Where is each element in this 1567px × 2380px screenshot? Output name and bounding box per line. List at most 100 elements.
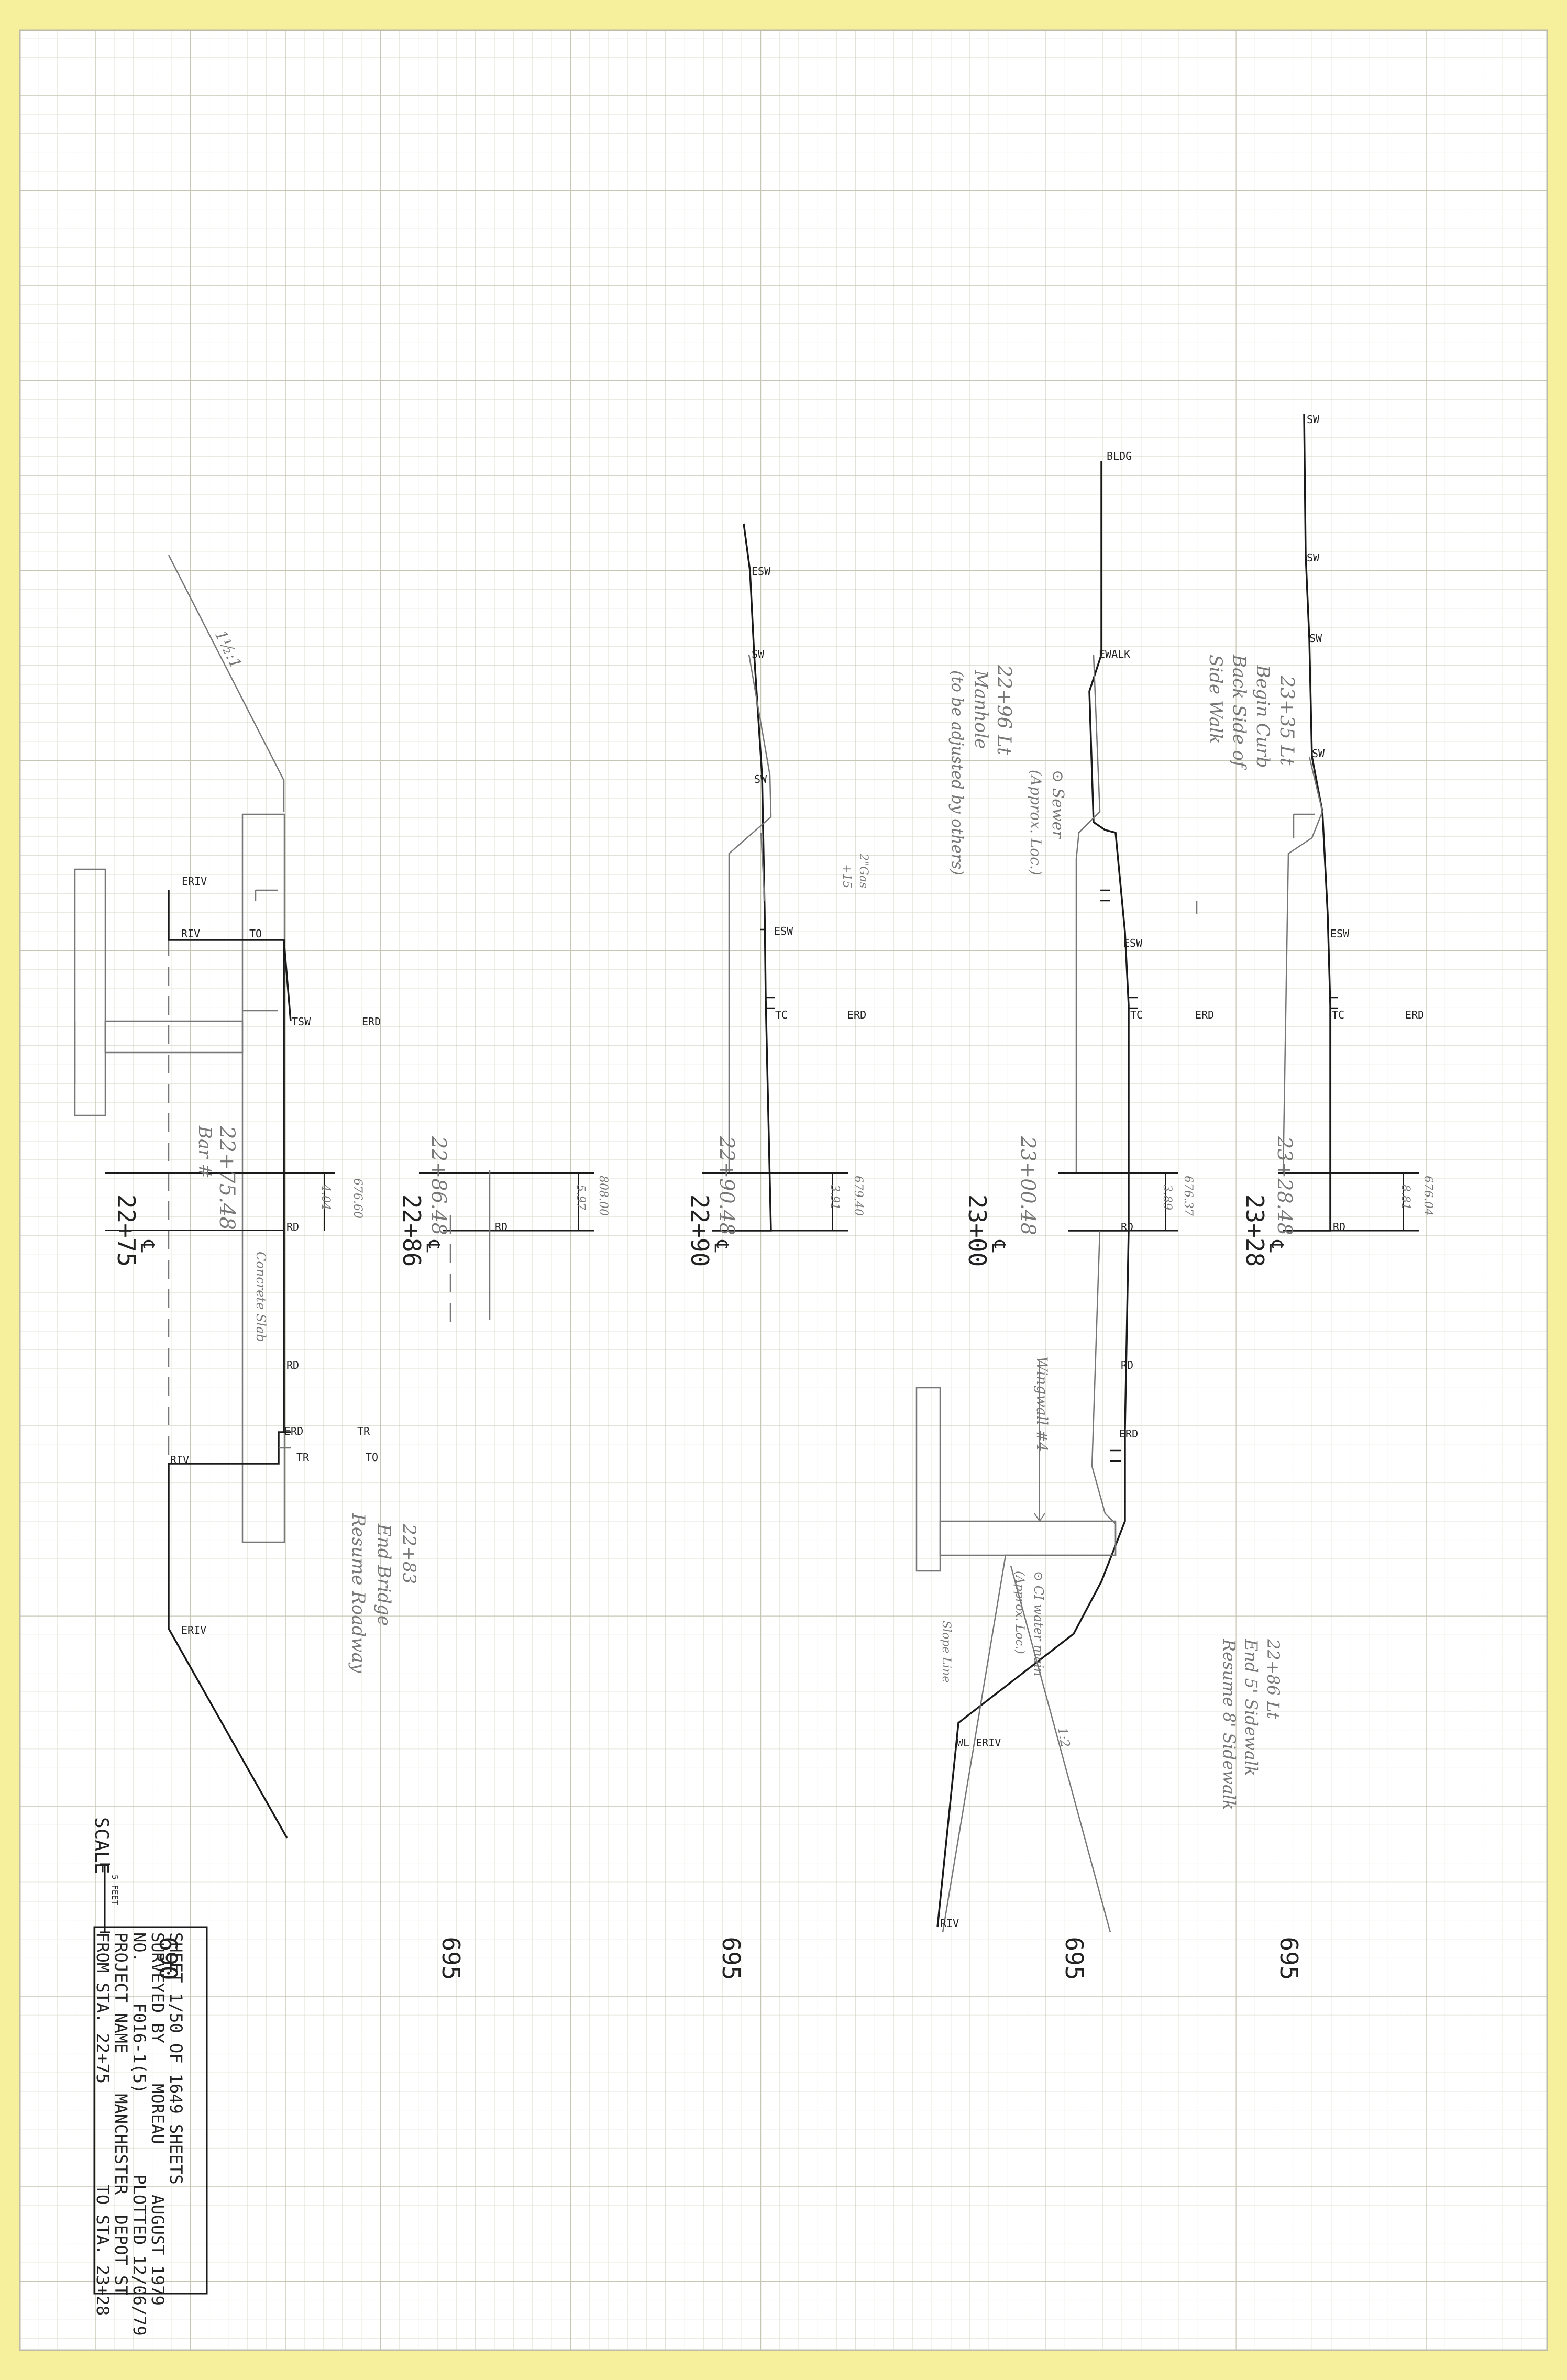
label-rd-2: RD — [286, 1359, 299, 1371]
datum-s1: 676.60 — [351, 1178, 364, 1219]
section-23-00 — [915, 461, 1178, 1933]
cl-22-75: ℄ — [137, 1239, 158, 1252]
note-slope-1-2: 1:2 — [1055, 1726, 1073, 1748]
elev-695-b: 695 — [717, 1936, 745, 1980]
pencil-line — [1282, 756, 1323, 1174]
label-erd-s4: ERD — [1195, 1009, 1214, 1021]
scale-unit: 5 FEET — [110, 1875, 120, 1905]
datum-s5: 676.04 — [1421, 1176, 1434, 1216]
note-station-22-75-48: 22+75.48 — [215, 1125, 239, 1230]
note-slope-line: Slope Line — [940, 1621, 953, 1682]
bridge-abutment — [74, 868, 106, 1116]
profile-labels: ERIV RIV TO TSW ERD RD RD ERD TR TR TO R… — [170, 413, 1424, 1930]
label-to-top: TO — [249, 927, 262, 940]
elev-695-d: 695 — [1275, 1936, 1303, 1980]
note-back-side: Back Side of — [1229, 654, 1250, 770]
datum-values: 676.60 4.04 808.00 5.97 679.40 3.91 676.… — [319, 1176, 1434, 1219]
label-tsw: TSW — [292, 1015, 311, 1028]
label-erd-s3: ERD — [847, 1009, 866, 1021]
note-23-35: 23+35 Lt — [1276, 675, 1297, 766]
section-22-90 — [702, 523, 848, 1232]
note-wingwall: Wingwall #4 — [1033, 1356, 1051, 1452]
elev-695-a: 695 — [437, 1936, 465, 1980]
note-resume-roadway: Resume Roadway — [348, 1513, 369, 1674]
note-water-loc: (Approx. Loc.) — [1013, 1571, 1026, 1654]
cl-22-86: ℄ — [422, 1239, 444, 1252]
station-labels: 22+75 22+86 22+90 23+00 23+28 ℄ ℄ ℄ ℄ ℄ … — [112, 1194, 1303, 1980]
height-s5: 8.81 — [1399, 1185, 1412, 1210]
label-esw-2: ESW — [774, 925, 793, 937]
title-line-4: SURVEYED BY MOREAU AUGUST 1979 — [148, 1932, 168, 2306]
height-s4: 3.89 — [1161, 1185, 1174, 1210]
note-manhole: Manhole — [970, 670, 991, 749]
height-s2: 5.97 — [574, 1185, 587, 1210]
note-station-23-28-48: 23+28.48 — [1273, 1136, 1296, 1235]
title-line-1: FROM STA. 22+75 TO STA. 23+28 — [93, 1932, 113, 2316]
station-22-86: 22+86 — [398, 1194, 426, 1267]
label-tr-1: TR — [357, 1425, 370, 1437]
section-22-75 — [74, 555, 335, 1839]
label-esw-s5: ESW — [1330, 927, 1350, 940]
cl-23-28: ℄ — [1265, 1239, 1287, 1252]
note-end-5-sidewalk: End 5' Sidewalk — [1241, 1639, 1261, 1776]
label-riv-top: RIV — [181, 927, 200, 940]
label-erd-s4b: ERD — [1119, 1427, 1138, 1440]
slope-line — [168, 555, 285, 812]
scale-label: SCALE — [91, 1817, 112, 1874]
label-tc-s5: TC — [1332, 1009, 1344, 1021]
label-sw-a: SW — [1307, 413, 1320, 426]
title-line-5: SHEET 1/50 OF 1649 SHEETS — [166, 1932, 186, 2185]
note-adjusted: (to be adjusted by others) — [948, 670, 966, 876]
note-22-96: 22+96 Lt — [993, 665, 1014, 755]
height-s3: 3.91 — [828, 1185, 841, 1210]
label-esw-1: ESW — [752, 565, 771, 578]
cl-22-90: ℄ — [710, 1239, 732, 1252]
label-esw-s4: ESW — [1123, 937, 1143, 949]
note-22-83: 22+83 — [399, 1523, 420, 1584]
label-eriv-top: ERIV — [182, 875, 207, 888]
note-station-22-86-48: 22+86.48 — [427, 1136, 450, 1235]
lower-profile — [936, 1230, 1130, 1928]
label-eriv-bot: ERIV — [181, 1624, 206, 1636]
profile-line — [1068, 461, 1130, 1232]
label-sw-b: SW — [1307, 551, 1320, 564]
label-sw-1: SW — [752, 648, 765, 660]
label-erd-2: ERD — [284, 1425, 303, 1437]
note-gas: 2"Gas — [857, 853, 870, 888]
note-station-23-00-48: 23+00.48 — [1017, 1136, 1040, 1235]
pencil-line — [728, 654, 772, 1173]
grid-border — [19, 29, 1548, 2351]
label-tr-2: TR — [296, 1451, 310, 1464]
profile-line — [712, 523, 772, 1232]
note-sewer: ⊙ Sewer — [1049, 770, 1067, 839]
datum-s4: 676.37 — [1182, 1176, 1195, 1216]
label-sw-d: SW — [1312, 747, 1325, 760]
label-rd-s4b: RD — [1121, 1359, 1133, 1371]
label-bldg: BLDG — [1107, 450, 1132, 462]
label-sw-2: SW — [754, 773, 767, 785]
label-riv-s4: RIV — [940, 1917, 959, 1930]
label-ewalk: EWALK — [1099, 648, 1130, 660]
label-rd-s4a: RD — [1121, 1221, 1133, 1233]
note-side-walk: Side Walk — [1205, 655, 1226, 744]
elev-695-c: 695 — [1060, 1936, 1088, 1980]
title-line-3: NO. F016-1(5) PLOTTED 12/06/79 — [129, 1932, 149, 2336]
note-plus-15: +15 — [840, 864, 853, 888]
note-22-86-lt: 22+86 Lt — [1263, 1639, 1283, 1719]
scale-bar: SCALE 5 FEET — [91, 1817, 120, 1933]
datum-s3: 679.40 — [852, 1176, 865, 1216]
wingwall-beam — [939, 1520, 1117, 1556]
datum-s2: 808.00 — [597, 1176, 610, 1216]
note-sewer-loc: (Approx. Loc.) — [1027, 770, 1044, 876]
label-to-2: TO — [366, 1451, 378, 1464]
label-erd: ERD — [362, 1015, 381, 1028]
section-23-28 — [1196, 413, 1419, 1232]
note-station-22-90-48: 22+90.48 — [715, 1136, 738, 1235]
station-22-75: 22+75 — [112, 1194, 140, 1267]
note-ci-water: ⊙ CI water main — [1031, 1571, 1046, 1676]
label-rd-s5: RD — [1333, 1221, 1345, 1233]
label-riv-bot: RIV — [170, 1454, 189, 1466]
label-erd-s5: ERD — [1405, 1009, 1424, 1021]
label-tc-s4: TC — [1130, 1009, 1143, 1021]
